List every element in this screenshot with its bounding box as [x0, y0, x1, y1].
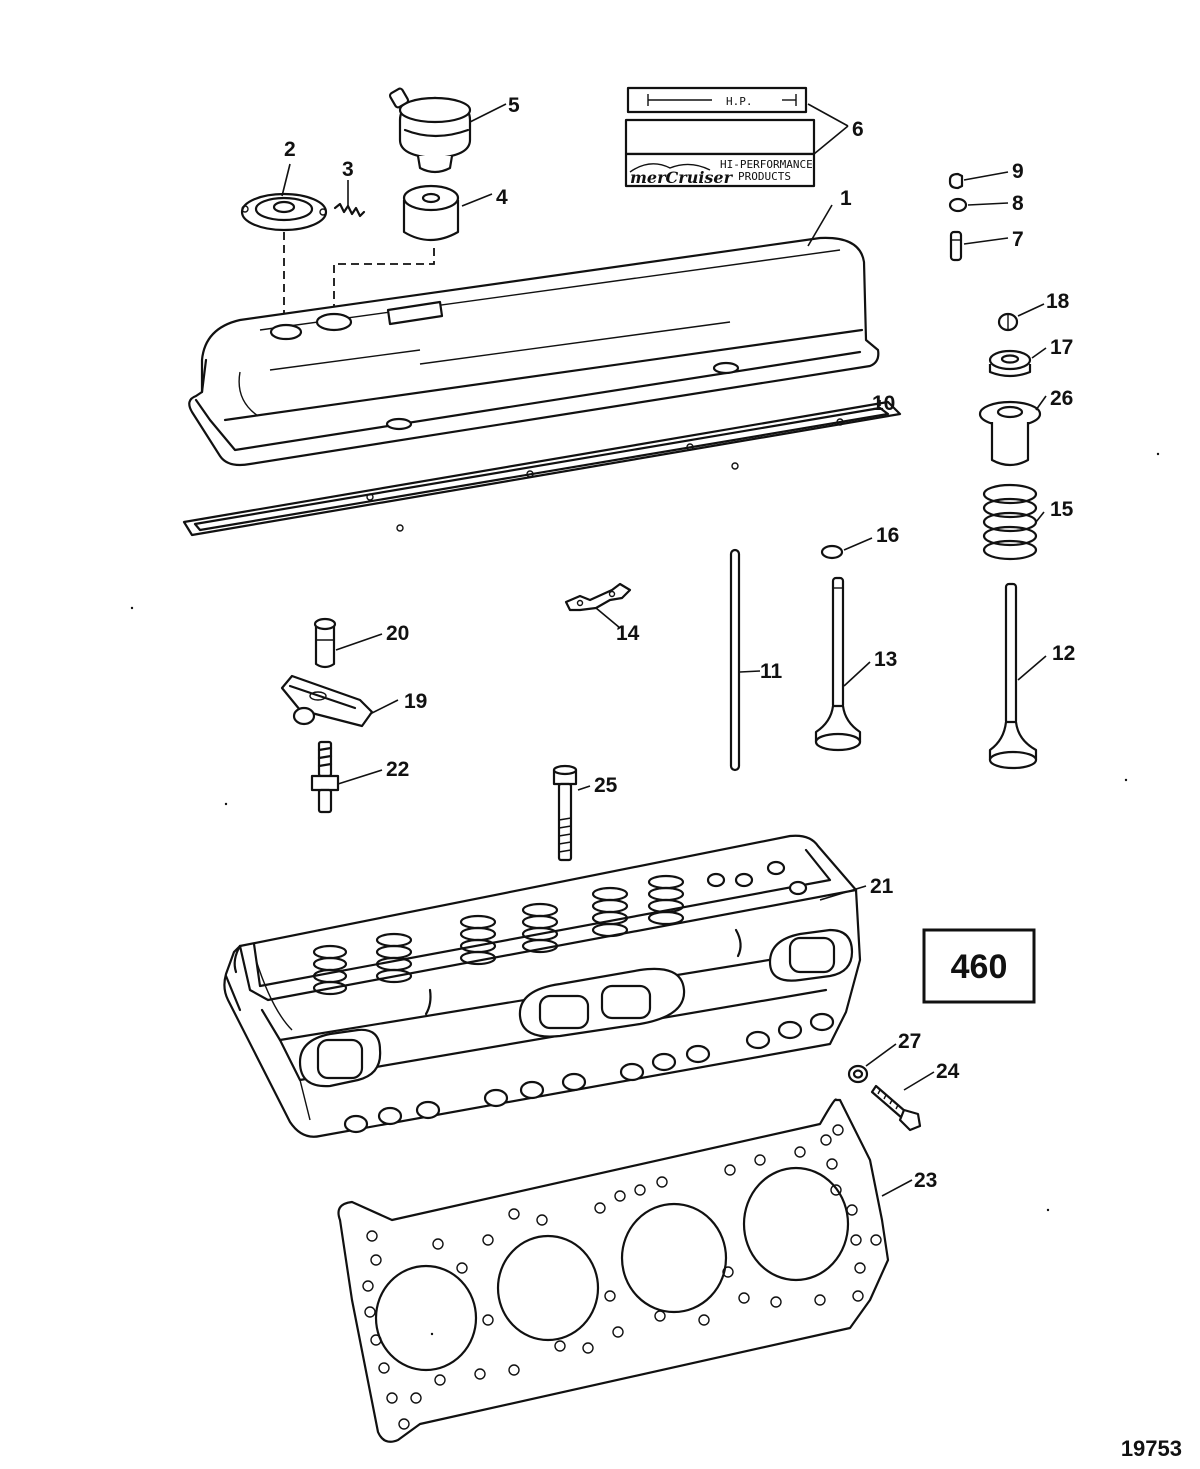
- seal-part-16: [820, 544, 844, 560]
- callout-22: 22: [386, 758, 409, 781]
- head-gasket-part-23: [337, 1098, 890, 1443]
- decal-set-part-6: H.P. merCruiser HI-PERFORMANCE PRODUCTS: [624, 86, 816, 188]
- bolt-part-25: [552, 764, 578, 862]
- brand-decal-line1: HI-PERFORMANCE: [720, 158, 813, 171]
- callout-11: 11: [760, 660, 783, 683]
- callout-4: 4: [496, 186, 508, 209]
- seal-part-8: [948, 197, 968, 213]
- callout-leaders: [281, 103, 1047, 1197]
- stud-part-22: [310, 740, 340, 814]
- callout-15: 15: [1050, 498, 1074, 521]
- callout-6: 6: [852, 118, 864, 141]
- valve-lock-part-18: [997, 312, 1019, 332]
- callout-10: 10: [872, 392, 895, 415]
- callout-21: 21: [870, 875, 894, 898]
- retainer-part-17: [988, 349, 1032, 378]
- callout-5: 5: [508, 94, 520, 117]
- pushrod-part-11: [729, 548, 741, 772]
- callout-3: 3: [342, 158, 354, 181]
- breather-part-5: [388, 87, 472, 174]
- callout-1: 1: [840, 187, 852, 210]
- callout-19: 19: [404, 690, 427, 713]
- valve-part-13: [814, 576, 862, 752]
- valve-spring-part-15: [982, 483, 1038, 561]
- bolt-part-24: [870, 1084, 922, 1132]
- spring-cap-part-26: [978, 400, 1042, 467]
- callout-24: 24: [936, 1060, 960, 1083]
- callout-8: 8: [1012, 192, 1024, 215]
- callout-12: 12: [1052, 642, 1075, 665]
- nut-part-20: [313, 617, 337, 669]
- blank-decal: [624, 118, 816, 156]
- callout-7: 7: [1012, 228, 1024, 251]
- washer-part-27: [847, 1064, 869, 1084]
- callout-numbers: 1 2 3 4 5 6 7 8 9 10 11 12 13 14 15 16 1…: [284, 94, 1075, 1192]
- callout-18: 18: [1046, 290, 1070, 313]
- callout-17: 17: [1050, 336, 1073, 359]
- guide-plate-part-14: [564, 582, 632, 612]
- figure-id: 19753: [1121, 1436, 1182, 1461]
- pin-part-7: [949, 230, 963, 262]
- brand-logo-text: merCruiser: [630, 168, 734, 187]
- cylinder-head-part-21: [223, 834, 862, 1138]
- oil-cap-part-2: [240, 192, 328, 232]
- callout-25: 25: [594, 774, 618, 797]
- callout-2: 2: [284, 138, 296, 161]
- valve-part-12: [988, 582, 1038, 770]
- callout-20: 20: [386, 622, 409, 645]
- valve-cover-part-1: [188, 236, 880, 467]
- callout-14: 14: [616, 622, 640, 645]
- page-number-box: 460: [922, 928, 1036, 1004]
- callout-9: 9: [1012, 160, 1024, 183]
- gasket-part-10: [182, 400, 902, 537]
- brand-decal-line2: PRODUCTS: [738, 170, 791, 183]
- hp-decal-text: H.P.: [726, 95, 753, 108]
- rocker-arm-part-19: [280, 674, 374, 728]
- callout-26: 26: [1050, 387, 1073, 410]
- valve-lock-part-9: [948, 172, 964, 190]
- page-number: 460: [951, 948, 1008, 986]
- grommet-part-4: [402, 184, 460, 242]
- head-valve-springs: [312, 874, 685, 996]
- callout-27: 27: [898, 1030, 921, 1053]
- scan-specks: [130, 452, 1160, 1336]
- brand-decal: [624, 152, 816, 188]
- callout-13: 13: [874, 648, 897, 671]
- spring-part-3: [333, 202, 366, 218]
- callout-16: 16: [876, 524, 899, 547]
- callout-23: 23: [914, 1169, 937, 1192]
